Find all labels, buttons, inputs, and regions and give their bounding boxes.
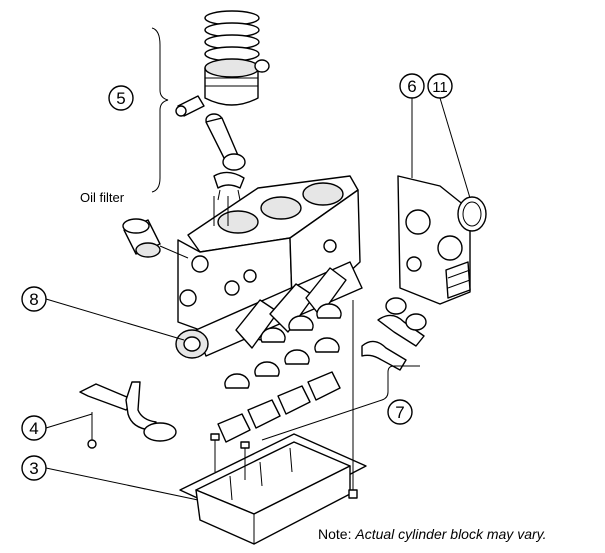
note-text: Actual cylinder block may vary.	[355, 526, 547, 542]
callout-3: 3	[21, 455, 47, 481]
leader-11	[439, 97, 471, 199]
oil-pan	[179, 433, 367, 545]
svg-text:6: 6	[407, 77, 416, 96]
callout-6: 6	[399, 73, 425, 99]
callout-5: 5	[108, 85, 134, 111]
svg-text:11: 11	[432, 79, 448, 96]
callout-11: 11	[427, 73, 453, 99]
circlip	[254, 59, 270, 73]
svg-text:3: 3	[29, 459, 38, 478]
piston-group-bracket	[151, 27, 169, 193]
oil-filter	[122, 218, 189, 259]
svg-text:8: 8	[29, 290, 38, 309]
crankshaft	[175, 261, 363, 359]
leader-4	[45, 413, 93, 429]
diagram-note: Note: Actual cylinder block may vary.	[318, 526, 547, 542]
leader-8	[45, 298, 185, 341]
oil-seal	[457, 196, 487, 232]
main-bearings	[217, 297, 427, 443]
leader-3	[45, 467, 199, 501]
callout-7: 7	[387, 399, 413, 425]
svg-text:5: 5	[116, 89, 125, 108]
callout-4: 4	[21, 415, 47, 441]
oil-strainer	[79, 381, 177, 449]
piston	[204, 58, 260, 106]
bearings-bracket	[261, 365, 420, 441]
piston-pin	[175, 95, 205, 117]
oil-filter-label: Oil filter	[80, 190, 125, 205]
note-prefix: Note:	[318, 526, 356, 542]
piston-rings	[204, 10, 260, 62]
pan-bolts	[210, 300, 358, 499]
svg-text:7: 7	[395, 403, 404, 422]
rear-plate	[397, 175, 471, 305]
callout-8: 8	[21, 286, 47, 312]
connecting-rod	[205, 117, 246, 201]
svg-text:4: 4	[29, 419, 38, 438]
